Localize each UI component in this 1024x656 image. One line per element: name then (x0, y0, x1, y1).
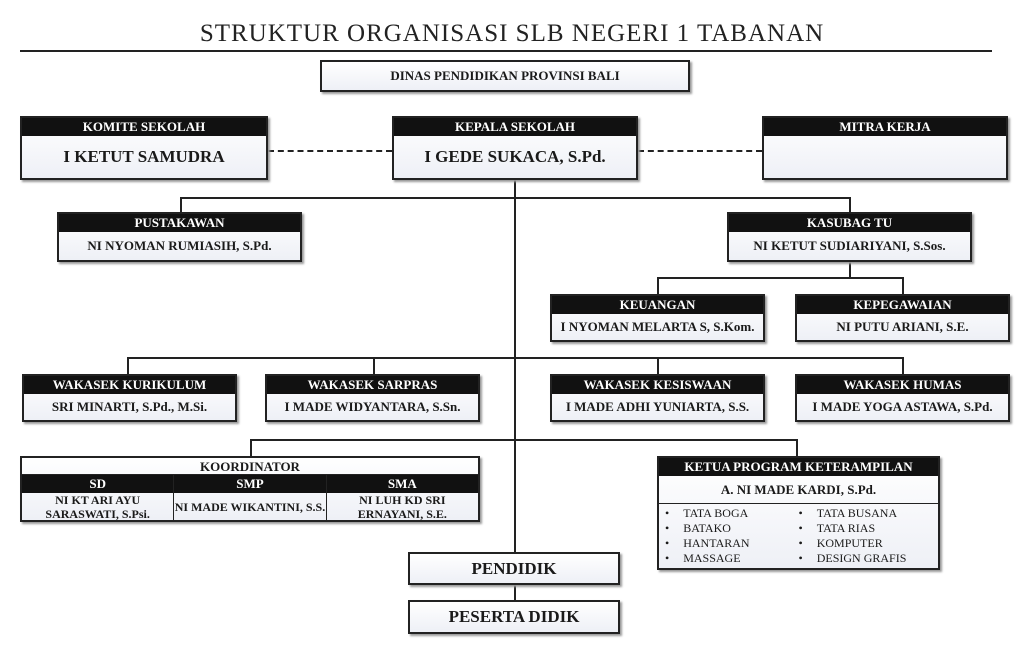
role-label: KEPEGAWAIAN (797, 296, 1008, 314)
connector (180, 197, 182, 213)
person-name: I MADE WIDYANTARA, S.Sn. (284, 399, 461, 414)
kepegawaian-box: KEPEGAWAIAN NI PUTU ARIANI, S.E. (795, 294, 1010, 342)
peserta-didik-box: PESERTA DIDIK (408, 600, 620, 634)
dinas-box: DINAS PENDIDIKAN PROVINSI BALI (320, 60, 690, 92)
keterampilan-box: KETUA PROGRAM KETERAMPILAN A. NI MADE KA… (657, 456, 940, 570)
connector (796, 439, 798, 456)
connector (127, 357, 129, 374)
role-label: WAKASEK SARPRAS (267, 376, 478, 394)
role-label: KASUBAG TU (729, 214, 970, 232)
program-item: KOMPUTER (799, 536, 933, 551)
person-name: NI NYOMAN RUMIASIH, S.Pd. (87, 238, 272, 253)
connector (250, 439, 252, 456)
role-label: PUSTAKAWAN (59, 214, 300, 232)
chart-title: STRUKTUR ORGANISASI SLB NEGERI 1 TABANAN (199, 20, 825, 47)
connector-row4 (250, 439, 798, 441)
role-label: MITRA KERJA (764, 118, 1006, 136)
person-name: NI LUH KD SRI ERNAYANI, S.E. (357, 493, 447, 521)
connector-tu (657, 277, 903, 279)
connector (849, 197, 851, 213)
person-name: I MADE ADHI YUNIARTA, S.S. (565, 399, 750, 414)
wakasek-kurikulum-box: WAKASEK KURIKULUM SRI MINARTI, S.Pd., M.… (22, 374, 237, 422)
program-item: TATA BOGA (665, 506, 799, 521)
program-list: TATA BOGA TATA BUSANA BATAKO TATA RIAS H… (659, 504, 938, 568)
program-item: HANTARAN (665, 536, 799, 551)
person-name: NI KETUT SUDIARIYANI, S.Sos. (753, 238, 946, 253)
connector-main (514, 180, 516, 552)
pendidik-label: PENDIDIK (471, 558, 557, 578)
komite-box: KOMITE SEKOLAH I KETUT SAMUDRA (20, 116, 268, 180)
connector-row1 (180, 197, 850, 199)
person-name (764, 136, 1006, 178)
title-divider (20, 50, 992, 52)
connector-mitra (638, 150, 762, 152)
level-label: SD (22, 475, 174, 493)
connector (902, 277, 904, 294)
connector (902, 357, 904, 374)
kepala-box: KEPALA SEKOLAH I GEDE SUKACA, S.Pd. (392, 116, 638, 180)
connector-komite (268, 150, 392, 152)
person-name: NI KT ARI AYU SARASWATI, S.Psi. (45, 493, 150, 521)
connector (849, 262, 851, 278)
connector-wakasek (127, 357, 904, 359)
peserta-didik-label: PESERTA DIDIK (448, 607, 580, 626)
connector (657, 277, 659, 294)
level-label: SMA (326, 475, 478, 493)
program-item: DESIGN GRAFIS (799, 551, 933, 566)
person-name: I NYOMAN MELARTA S, S.Kom. (560, 319, 755, 334)
connector (514, 585, 516, 600)
kasubag-box: KASUBAG TU NI KETUT SUDIARIYANI, S.Sos. (727, 212, 972, 262)
mitra-box: MITRA KERJA (762, 116, 1008, 180)
connector (657, 357, 659, 374)
connector (373, 357, 375, 374)
person-name: I GEDE SUKACA, S.Pd. (424, 147, 606, 166)
role-label: WAKASEK HUMAS (797, 376, 1008, 394)
role-label: KETUA PROGRAM KETERAMPILAN (659, 458, 938, 476)
wakasek-kesiswaan-box: WAKASEK KESISWAAN I MADE ADHI YUNIARTA, … (550, 374, 765, 422)
program-item: TATA BUSANA (799, 506, 933, 521)
role-label: WAKASEK KESISWAAN (552, 376, 763, 394)
wakasek-humas-box: WAKASEK HUMAS I MADE YOGA ASTAWA, S.Pd. (795, 374, 1010, 422)
program-item: BATAKO (665, 521, 799, 536)
person-name: SRI MINARTI, S.Pd., M.Si. (51, 399, 208, 414)
role-label: KOMITE SEKOLAH (22, 118, 266, 136)
person-name: I MADE YOGA ASTAWA, S.Pd. (812, 399, 993, 414)
role-label: KEUANGAN (552, 296, 763, 314)
person-name: I KETUT SAMUDRA (63, 147, 225, 166)
koordinator-title: KOORDINATOR (22, 458, 478, 475)
keuangan-box: KEUANGAN I NYOMAN MELARTA S, S.Kom. (550, 294, 765, 342)
pendidik-box: PENDIDIK (408, 552, 620, 585)
person-name: NI MADE WIKANTINI, S.S. (174, 500, 326, 514)
role-label: KEPALA SEKOLAH (394, 118, 636, 136)
program-item: TATA RIAS (799, 521, 933, 536)
role-label: WAKASEK KURIKULUM (24, 376, 235, 394)
dinas-label: DINAS PENDIDIKAN PROVINSI BALI (390, 68, 620, 83)
person-name: A. NI MADE KARDI, S.Pd. (659, 476, 938, 504)
level-label: SMP (174, 475, 326, 493)
person-name: NI PUTU ARIANI, S.E. (836, 319, 969, 334)
program-item: MASSAGE (665, 551, 799, 566)
wakasek-sarpras-box: WAKASEK SARPRAS I MADE WIDYANTARA, S.Sn. (265, 374, 480, 422)
pustakawan-box: PUSTAKAWAN NI NYOMAN RUMIASIH, S.Pd. (57, 212, 302, 262)
koordinator-smp: SMP NI MADE WIKANTINI, S.S. (174, 475, 327, 521)
